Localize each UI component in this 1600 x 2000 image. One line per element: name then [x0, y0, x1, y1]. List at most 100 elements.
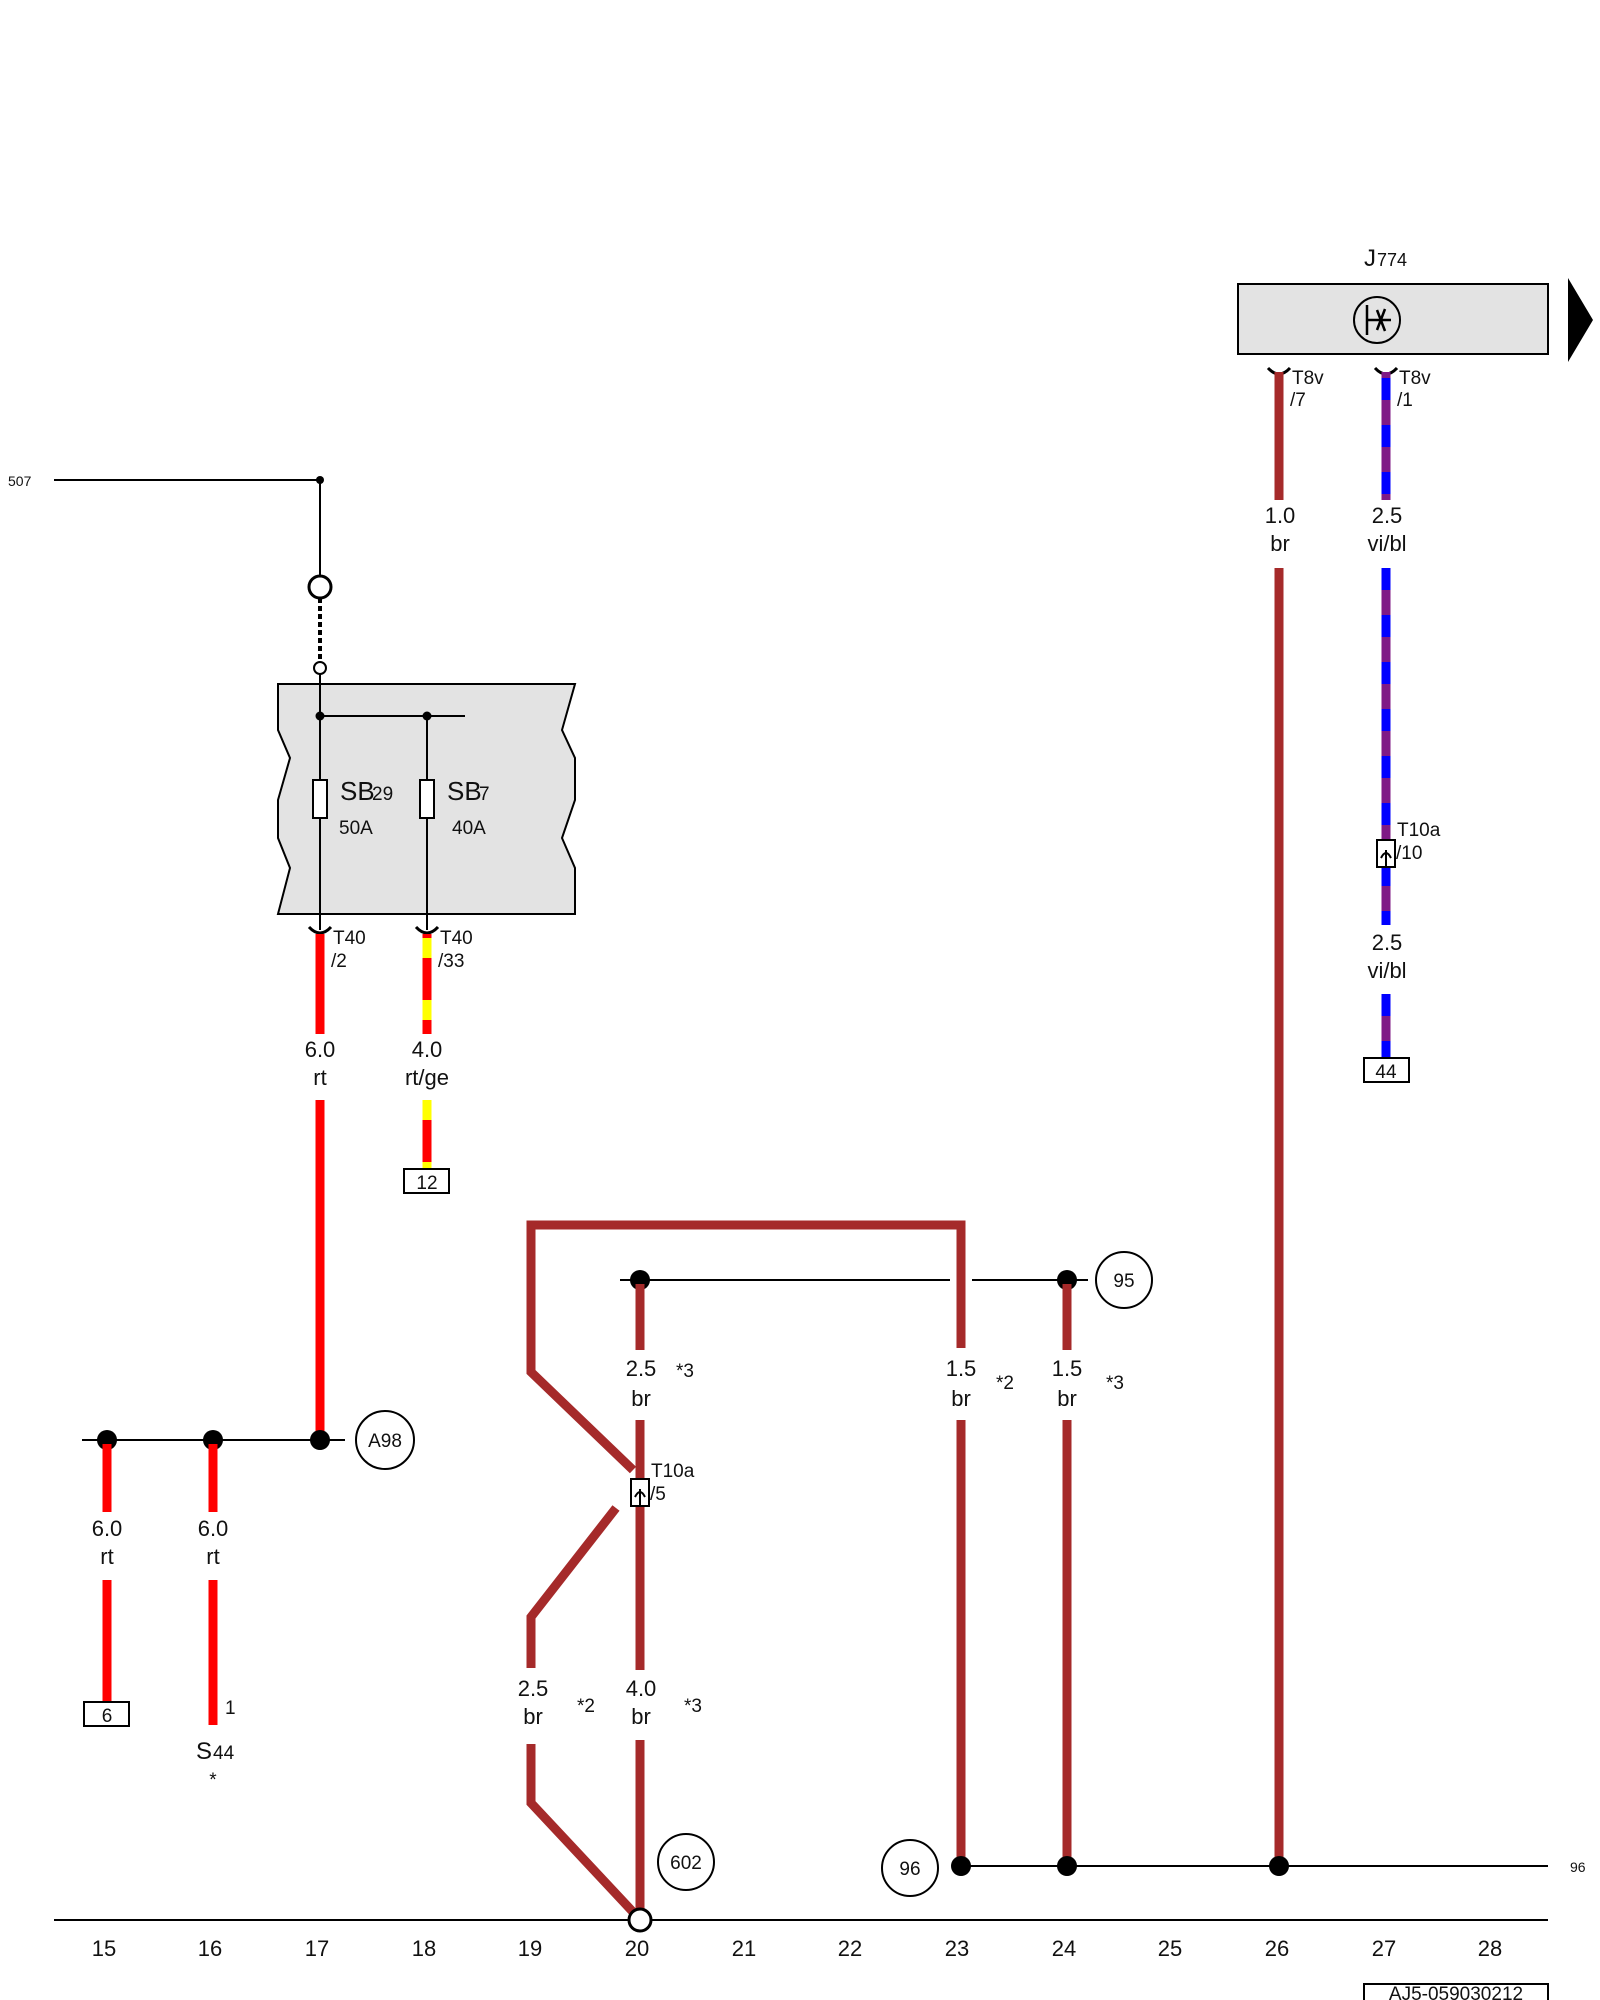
node-602-label: 602: [670, 1853, 702, 1874]
wire-26-color: br: [1270, 531, 1290, 556]
wire-27a-size: 2.5: [1372, 503, 1403, 528]
fuse-s44-sub: 44: [213, 1743, 235, 1764]
junction-dot: [1057, 1270, 1077, 1290]
control-unit-j774: J 774: [1237, 245, 1593, 362]
wire-24-size: 1.5: [1052, 1356, 1083, 1381]
wire-15-color: rt: [100, 1544, 113, 1569]
column-number: 19: [518, 1936, 542, 1961]
transistor-symbol-icon: [1353, 296, 1401, 344]
fuse-sb7-rating: 40A: [452, 818, 486, 839]
doc-code-box: [1363, 1983, 1549, 2000]
doc-code: AJ5-059030212: [1389, 1984, 1523, 2000]
ground-terminal-icon: [627, 1907, 653, 1933]
junction-dot: [1269, 1856, 1289, 1876]
fuse-sb29-sub: 29: [372, 784, 393, 805]
ref-box-6: [83, 1701, 130, 1727]
connector-t10a-5-glyph: [634, 1489, 646, 1506]
wire-23-note: *2: [996, 1373, 1014, 1394]
junction-dot: [310, 1430, 330, 1450]
column-number: 16: [198, 1936, 222, 1961]
ref-box-44-label: 44: [1375, 1062, 1397, 1083]
node-95: [1095, 1251, 1153, 1309]
column-number: 25: [1158, 1936, 1182, 1961]
fuse-sb7-icon: [419, 779, 435, 819]
wire-19-size: 2.5: [518, 1676, 549, 1701]
wire-20b-note: *3: [684, 1696, 702, 1717]
connector-t40-2-name: T40: [333, 928, 366, 949]
node-602: [657, 1833, 715, 1891]
wire-20a-note: *3: [676, 1361, 694, 1382]
ref-box-12: [403, 1168, 450, 1194]
continuation-arrow-icon: [1568, 278, 1593, 362]
wire-17-size: 6.0: [305, 1037, 336, 1062]
column-number: 18: [412, 1936, 436, 1961]
connector-t8v-7-pin: /7: [1290, 390, 1306, 411]
wire-27b-color: vi/bl: [1367, 958, 1406, 983]
wire-20a-color: br: [631, 1386, 651, 1411]
fuse-sb7-sub: 7: [479, 784, 490, 805]
wire-26-size: 1.0: [1265, 503, 1296, 528]
fuse-sb29-icon: [312, 779, 328, 819]
connector-t10a-5-name: T10a: [651, 1461, 695, 1482]
connector-t8v-1-name: T8v: [1399, 368, 1431, 389]
busbar-dot: [315, 711, 325, 721]
node-a98-label: A98: [368, 1431, 402, 1452]
line-ref-507: 507: [8, 473, 32, 489]
terminal-circle-icon: [307, 574, 333, 600]
connector-t10a-10-glyph: [1380, 850, 1392, 867]
column-number: 20: [625, 1936, 649, 1961]
junction-dot: [97, 1430, 117, 1450]
column-number: 22: [838, 1936, 862, 1961]
fuse-sb7-letter: SB: [447, 776, 482, 806]
connector-t40-33-icon: [414, 925, 440, 935]
junction-dot: [1057, 1856, 1077, 1876]
connector-t40-2-icon: [307, 925, 333, 935]
terminal-small-icon: [313, 661, 327, 675]
connector-t40-33-name: T40: [440, 928, 473, 949]
wire-19-label-gap: [505, 1668, 557, 1744]
fuse-sb29-letter: SB: [340, 776, 375, 806]
fuse-s44-pin: 1: [225, 1698, 236, 1719]
ref-box-6-label: 6: [102, 1706, 113, 1727]
connector-t40-33-pin: /33: [438, 951, 464, 972]
wire-24-color: br: [1057, 1386, 1077, 1411]
component-label-j774-letter: J: [1364, 245, 1376, 272]
wire-20b-color: br: [631, 1704, 651, 1729]
ref-box-44: [1363, 1057, 1410, 1083]
line-ref-96: 96: [1570, 1859, 1586, 1875]
fuse-s44-letter: S: [196, 1738, 212, 1765]
junction-dot: [203, 1430, 223, 1450]
wire-18-color: rt/ge: [405, 1065, 449, 1090]
wire-18-size: 4.0: [412, 1037, 443, 1062]
component-label-j774-sub: 774: [1377, 250, 1407, 270]
wire-24-note: *3: [1106, 1373, 1124, 1394]
wire-27a-color: vi/bl: [1367, 531, 1406, 556]
connector-t10a-10-pin: /10: [1396, 843, 1422, 864]
connector-t8v-1-pin: /1: [1397, 390, 1413, 411]
column-number: 17: [305, 1936, 329, 1961]
wire-15-size: 6.0: [92, 1516, 123, 1541]
node-a98: [355, 1410, 415, 1470]
connector-t10a-5-pin: /5: [650, 1484, 666, 1505]
transistor-symbol-lines: [1365, 305, 1391, 335]
wire-16-size: 6.0: [198, 1516, 229, 1541]
wire-20b-size: 4.0: [626, 1676, 657, 1701]
wire-27b-size: 2.5: [1372, 930, 1403, 955]
wire-23-label-gap: [935, 1348, 987, 1420]
column-number: 26: [1265, 1936, 1289, 1961]
column-number: 23: [945, 1936, 969, 1961]
node-95-label: 95: [1113, 1271, 1134, 1292]
wire-17-color: rt: [313, 1065, 326, 1090]
fuse-sb29-rating: 50A: [339, 818, 373, 839]
connector-t40-2-pin: /2: [331, 951, 347, 972]
wire-19-color: br: [523, 1704, 543, 1729]
connector-t10a-10-name: T10a: [1397, 820, 1441, 841]
node-96-label: 96: [899, 1859, 920, 1880]
column-numbers: 15 16 17 18 19 20 21 22 23 24 25 26 27 2…: [92, 1936, 1502, 1961]
column-number: 21: [732, 1936, 756, 1961]
wire-16-color: rt: [206, 1544, 219, 1569]
wire-19-loop: [526, 1220, 966, 1916]
junction-dot: [630, 1270, 650, 1290]
column-number: 15: [92, 1936, 116, 1961]
